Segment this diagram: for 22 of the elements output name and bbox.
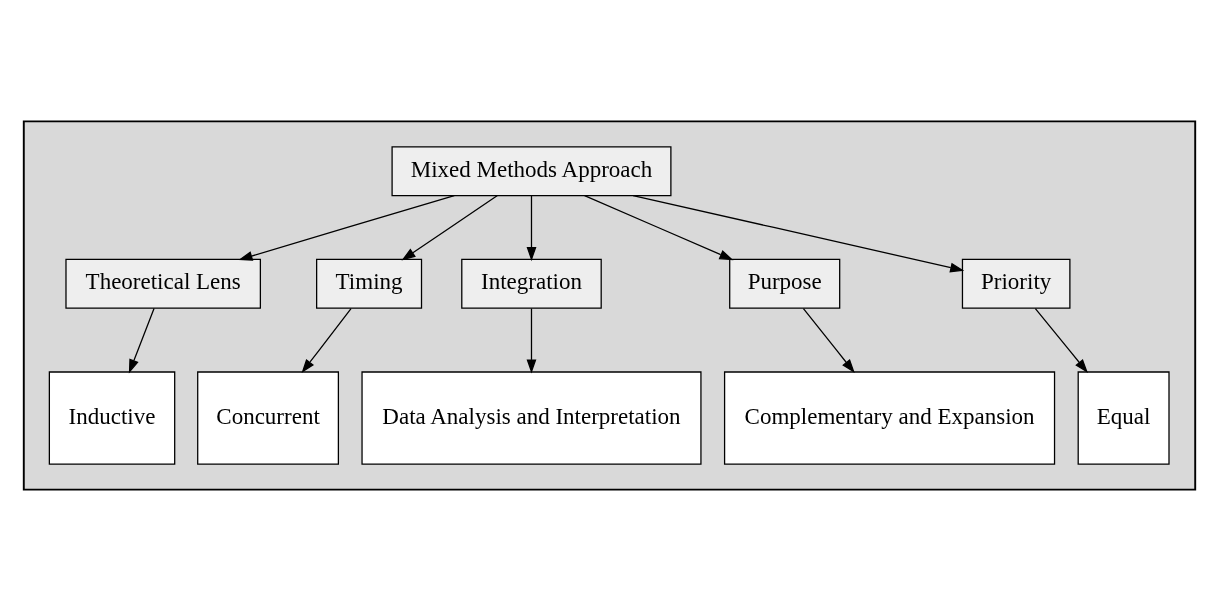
arrow [301, 307, 352, 374]
arrow [401, 194, 499, 261]
arrow [238, 194, 455, 261]
arrow [632, 194, 965, 273]
node-box: Equal [1077, 371, 1170, 465]
node-box: Mixed Methods Approach [391, 146, 672, 197]
node-box: Complementary and Expansion [723, 371, 1056, 465]
arrow [1034, 307, 1088, 374]
arrow [128, 307, 155, 374]
node-box: Inductive [48, 371, 176, 465]
arrow [526, 195, 537, 262]
node-box: Theoretical Lens [65, 258, 261, 309]
node-box: Timing [316, 258, 423, 309]
arrow [802, 307, 855, 374]
node-box: Priority [961, 258, 1071, 309]
arrow [583, 194, 734, 261]
node-box: Purpose [729, 258, 841, 309]
node-box: Concurrent [197, 371, 339, 465]
node-box: Data Analysis and Interpretation [361, 371, 702, 465]
arrow [526, 307, 537, 374]
cluster [22, 120, 1197, 491]
node-box: Integration [461, 258, 602, 309]
